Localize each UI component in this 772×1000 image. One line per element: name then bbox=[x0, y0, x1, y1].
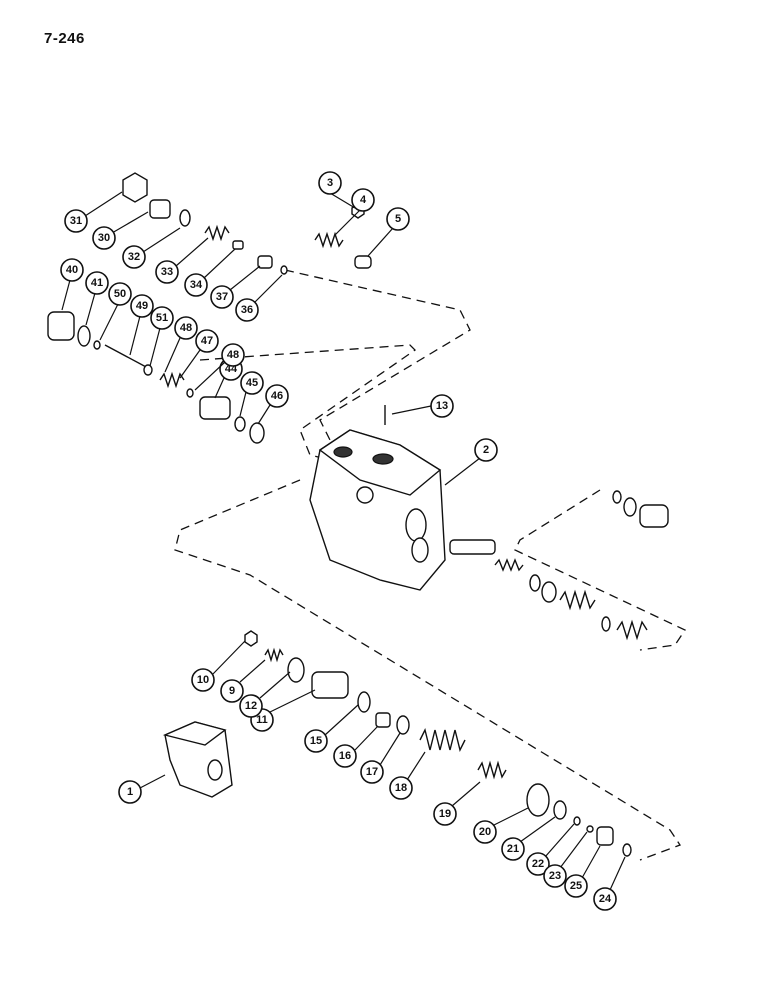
svg-text:17: 17 bbox=[366, 766, 378, 778]
callout-19: 19 bbox=[433, 781, 481, 826]
svg-text:48: 48 bbox=[180, 322, 192, 334]
svg-text:18: 18 bbox=[395, 782, 407, 794]
callout-3: 3 bbox=[318, 171, 356, 209]
callout-33: 33 bbox=[155, 237, 209, 284]
svg-text:13: 13 bbox=[436, 400, 448, 412]
callout-15: 15 bbox=[304, 704, 359, 753]
svg-text:45: 45 bbox=[246, 377, 258, 389]
svg-text:37: 37 bbox=[216, 291, 228, 303]
page-number: 7-246 bbox=[44, 30, 85, 47]
callout-2: 2 bbox=[444, 438, 498, 486]
svg-text:23: 23 bbox=[549, 870, 561, 882]
callout-37: 37 bbox=[210, 265, 261, 309]
callout-18: 18 bbox=[389, 751, 426, 800]
svg-text:36: 36 bbox=[241, 304, 253, 316]
callout-51: 51 bbox=[149, 306, 174, 367]
svg-text:4: 4 bbox=[360, 194, 367, 206]
callout-30: 30 bbox=[92, 211, 149, 250]
callout-32: 32 bbox=[122, 227, 181, 269]
callout-12: 12 bbox=[239, 671, 291, 718]
svg-text:47: 47 bbox=[201, 335, 213, 347]
svg-text:1: 1 bbox=[127, 786, 133, 798]
svg-text:46: 46 bbox=[271, 390, 283, 402]
svg-text:49: 49 bbox=[136, 300, 148, 312]
svg-text:48: 48 bbox=[227, 349, 239, 361]
svg-text:24: 24 bbox=[599, 893, 612, 905]
svg-text:41: 41 bbox=[91, 277, 103, 289]
callout-13: 13 bbox=[391, 394, 454, 418]
callout-24: 24 bbox=[593, 856, 626, 911]
svg-text:11: 11 bbox=[256, 714, 268, 726]
callout-20: 20 bbox=[473, 807, 529, 844]
callout-9: 9 bbox=[220, 659, 266, 703]
callout-25: 25 bbox=[564, 845, 601, 898]
callout-31: 31 bbox=[64, 191, 123, 233]
callout-49: 49 bbox=[129, 294, 154, 356]
svg-text:50: 50 bbox=[114, 288, 126, 300]
callout-48-b: 48 bbox=[194, 343, 245, 391]
callout-22: 22 bbox=[526, 823, 575, 876]
svg-text:33: 33 bbox=[161, 266, 173, 278]
callout-5: 5 bbox=[367, 207, 410, 257]
svg-text:34: 34 bbox=[190, 279, 203, 291]
callout-48-a: 48 bbox=[164, 316, 198, 373]
callouts: 1 2 3 4 5 9 10 11 12 13 15 16 17 18 19 2… bbox=[60, 171, 626, 911]
callout-45: 45 bbox=[239, 371, 264, 417]
right-spool-parts bbox=[449, 490, 669, 641]
small-valve-body bbox=[162, 721, 233, 798]
callout-47: 47 bbox=[179, 329, 219, 379]
svg-text:2: 2 bbox=[483, 444, 489, 456]
svg-text:12: 12 bbox=[245, 700, 257, 712]
callout-34: 34 bbox=[184, 248, 236, 297]
svg-text:19: 19 bbox=[439, 808, 451, 820]
svg-text:15: 15 bbox=[310, 735, 322, 747]
svg-text:51: 51 bbox=[156, 312, 168, 324]
svg-text:16: 16 bbox=[339, 750, 351, 762]
svg-text:3: 3 bbox=[327, 177, 333, 189]
svg-text:40: 40 bbox=[66, 264, 78, 276]
svg-text:10: 10 bbox=[197, 674, 209, 686]
callout-17: 17 bbox=[360, 732, 401, 784]
callout-41: 41 bbox=[85, 271, 109, 326]
svg-text:20: 20 bbox=[479, 826, 491, 838]
svg-text:30: 30 bbox=[98, 232, 110, 244]
callout-36: 36 bbox=[235, 274, 283, 322]
svg-text:25: 25 bbox=[570, 880, 582, 892]
callout-1: 1 bbox=[118, 774, 166, 804]
assembly-guide-lines bbox=[174, 269, 686, 861]
callout-16: 16 bbox=[333, 725, 379, 768]
svg-text:9: 9 bbox=[229, 685, 235, 697]
svg-text:32: 32 bbox=[128, 251, 140, 263]
svg-text:22: 22 bbox=[532, 858, 544, 870]
lower-parts bbox=[244, 630, 632, 857]
callout-40: 40 bbox=[60, 258, 84, 311]
valve-body bbox=[309, 429, 446, 591]
callout-50: 50 bbox=[99, 282, 132, 341]
callout-21: 21 bbox=[501, 816, 556, 861]
callout-10: 10 bbox=[191, 640, 246, 692]
callout-23: 23 bbox=[543, 831, 588, 888]
top-left-parts bbox=[47, 172, 386, 444]
callout-4: 4 bbox=[334, 188, 375, 236]
svg-text:21: 21 bbox=[507, 843, 519, 855]
callout-46: 46 bbox=[257, 384, 289, 425]
svg-text:31: 31 bbox=[70, 215, 82, 227]
svg-text:5: 5 bbox=[395, 213, 401, 225]
